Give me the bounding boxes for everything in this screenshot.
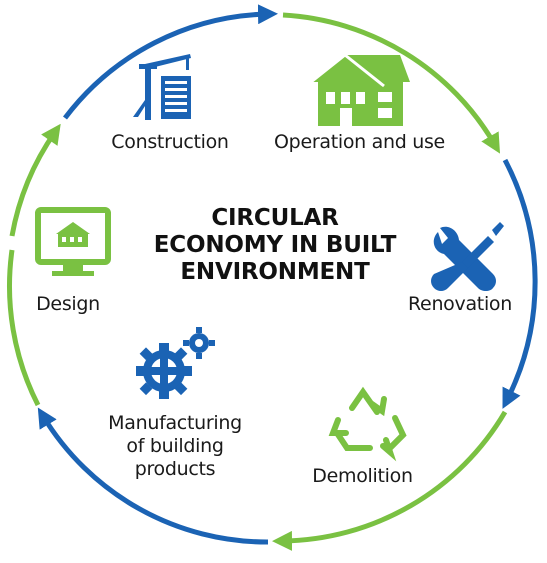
cycle-arc-design-left (7, 249, 41, 407)
title-line-1: CIRCULAR (211, 205, 339, 231)
cycle-arc-renovation-to-demolition (502, 158, 538, 409)
crane-building-icon (133, 54, 191, 120)
monitor-house-icon (35, 207, 111, 276)
diagram-title: CIRCULAR ECONOMY IN BUILT ENVIRONMENT (150, 205, 400, 286)
label-manufacturing-line-1: Manufacturing (108, 412, 242, 434)
gears-icon (136, 327, 215, 399)
title-line-2: ECONOMY IN BUILT (153, 232, 397, 258)
label-design: Design (36, 293, 100, 315)
label-demolition: Demolition (312, 465, 413, 487)
cycle-arc-operation-to-renovation (282, 12, 501, 154)
label-operation-and-use: Operation and use (274, 131, 445, 153)
label-manufacturing: Manufacturing of building products (95, 412, 255, 481)
cycle-arc-construction-to-operation (63, 4, 278, 120)
label-manufacturing-line-3: products (134, 458, 216, 480)
label-renovation: Renovation (408, 293, 512, 315)
cycle-arc-design-to-construction (9, 123, 61, 237)
recycle-icon (328, 386, 407, 462)
title-line-3: ENVIRONMENT (180, 259, 370, 285)
label-construction: Construction (111, 131, 229, 153)
house-icon (305, 53, 410, 126)
label-manufacturing-line-2: of building (126, 435, 224, 457)
wrench-screwdriver-icon (431, 222, 504, 291)
cycle-arc-manufacturing-to-design (37, 407, 269, 545)
cycle-arc-demolition-to-manufacturing (272, 410, 508, 551)
